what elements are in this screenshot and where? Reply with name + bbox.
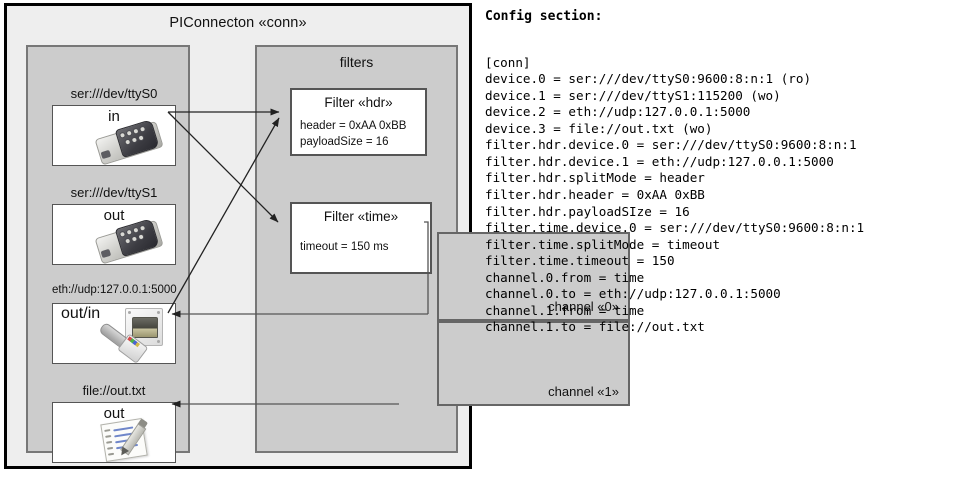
channel-0-box[interactable]: channel «0» — [437, 232, 630, 321]
channel-label: channel «1» — [548, 384, 619, 399]
device-box[interactable]: out — [52, 402, 176, 463]
filter-property: header = 0xAA 0xBB — [300, 120, 407, 132]
config-section: Config section: [conn] device.0 = ser://… — [482, 0, 964, 484]
filters-panel-title: filters — [339, 54, 374, 70]
device-label: ser:///dev/ttyS0 — [70, 86, 158, 101]
device-direction-label: out/in — [61, 305, 101, 322]
filter-title: Filter «hdr» — [324, 95, 393, 110]
device-label: ser:///dev/ttyS1 — [70, 185, 158, 200]
device-box[interactable]: in — [52, 105, 176, 166]
device-label: eth://udp:127.0.0.1:5000 — [52, 284, 177, 296]
ethernet-rj45-icon — [53, 304, 175, 363]
filter-property: payloadSize = 16 — [300, 136, 389, 148]
filter-time-box[interactable]: Filter «time» timeout = 150 ms — [290, 202, 432, 274]
filter-title: Filter «time» — [323, 209, 399, 224]
device-box[interactable]: out/in — [52, 303, 176, 364]
channel-label: channel «0» — [548, 299, 619, 314]
piconnection-container: PIConnecton «conn» ser:///dev/ttyS0 in — [4, 3, 630, 469]
config-heading: Config section: — [485, 9, 603, 24]
device-box[interactable]: out — [52, 204, 176, 265]
device-label: file://out.txt — [82, 383, 146, 398]
channel-1-box[interactable]: channel «1» — [437, 321, 630, 406]
filter-property: timeout = 150 ms — [300, 241, 389, 253]
config-text: [conn] device.0 = ser:///dev/ttyS0:9600:… — [485, 54, 865, 335]
filters-panel: filters Filter «hdr» header = 0xAA 0xBB … — [255, 45, 630, 453]
page-title: PIConnecton «conn» — [169, 15, 307, 31]
filter-hdr-box[interactable]: Filter «hdr» header = 0xAA 0xBB payloadS… — [290, 88, 427, 156]
device-direction-label: in — [108, 108, 120, 125]
device-direction-label: out — [103, 207, 125, 224]
devices-panel: ser:///dev/ttyS0 in — [26, 45, 190, 463]
device-direction-label: out — [103, 405, 125, 422]
